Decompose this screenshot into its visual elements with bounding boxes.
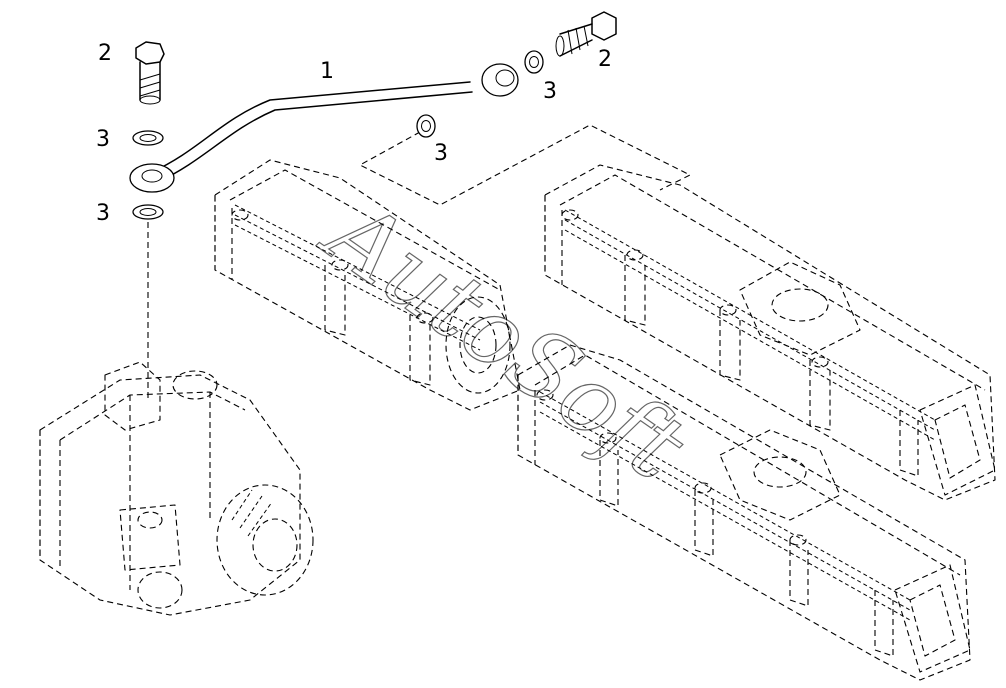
- callout-3-washer-mid: 3: [434, 141, 448, 166]
- callout-labels: 1 2 2 3 3 3 3: [96, 41, 612, 226]
- assembly-lines: [147, 124, 691, 400]
- watermark-text: AutoSoft: [302, 175, 705, 502]
- banjo-bolt-right: [555, 11, 617, 57]
- callout-3-washer-top-left: 3: [96, 127, 110, 152]
- manifold-section-lower: [517, 344, 971, 681]
- banjo-fitting-left: [129, 163, 175, 193]
- oil-pipe: [129, 63, 519, 193]
- turbo-housing: [39, 361, 314, 616]
- callout-2-bolt-left: 2: [98, 41, 112, 66]
- watermark: AutoSoft: [302, 175, 706, 503]
- banjo-bolt-left: [135, 41, 165, 105]
- leader-manifold-link: [359, 124, 691, 206]
- manifold-section-left: [214, 159, 521, 411]
- banjo-fitting-right: [481, 63, 519, 97]
- washers: [132, 50, 544, 220]
- washer-bottom-left: [132, 204, 164, 220]
- callout-1-pipe: 1: [320, 59, 334, 84]
- callout-2-bolt-right: 2: [598, 47, 612, 72]
- callout-3-washer-right: 3: [543, 79, 557, 104]
- callout-3-washer-bottom-left: 3: [96, 201, 110, 226]
- manifold-section-right: [544, 164, 996, 501]
- washer-mid: [416, 114, 436, 138]
- washer-top-left: [132, 130, 164, 146]
- washer-right: [524, 50, 544, 74]
